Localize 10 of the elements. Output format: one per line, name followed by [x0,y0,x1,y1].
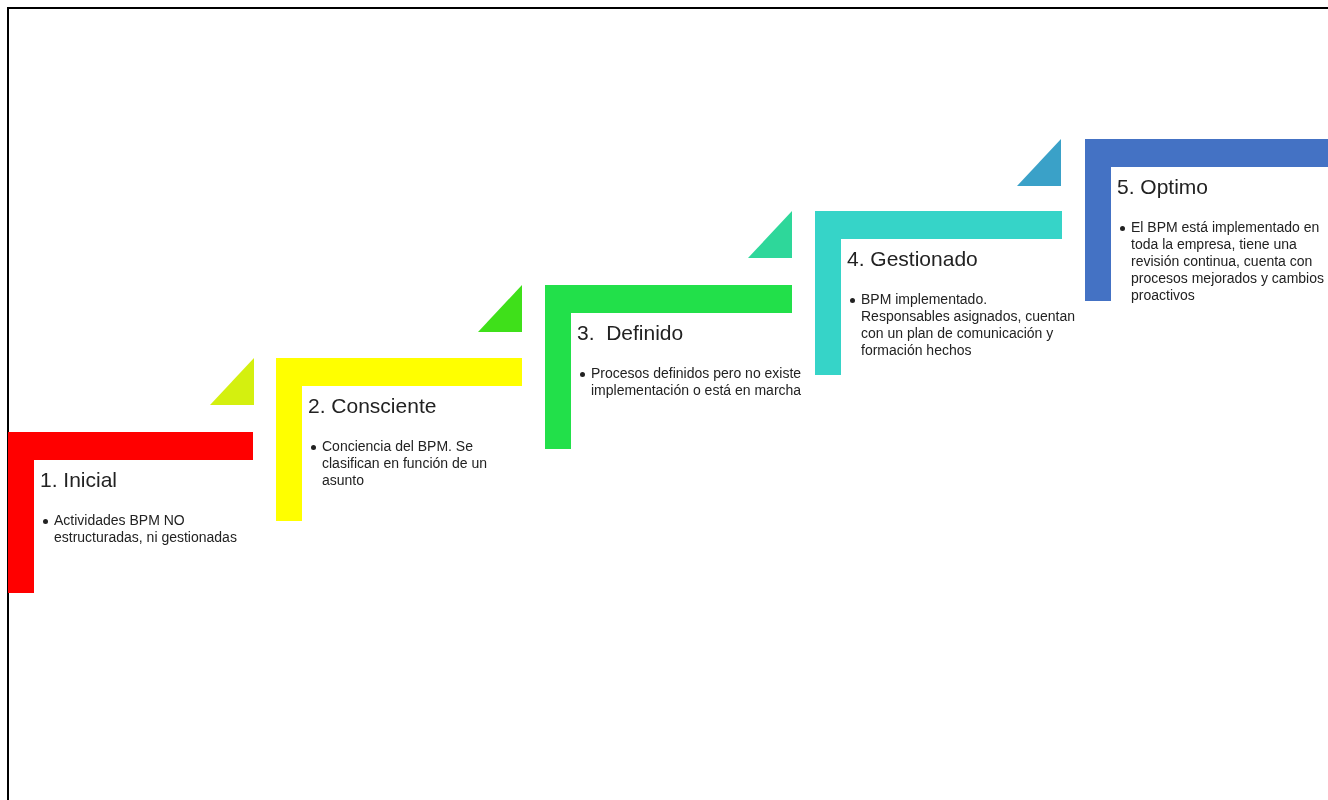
step-heading: 5. Optimo [1117,175,1209,199]
step-heading: 2. Consciente [308,394,437,418]
step-description: Conciencia del BPM. Se clasifican en función de un asunto [322,438,488,490]
step-description: Procesos definidos pero no existe implementación o está en marcha [591,365,803,400]
step-description: Actividades BPM NO estructuradas, ni gestionadas [54,512,238,547]
step-heading: 3. Definido [577,321,684,345]
step-heading: 4. Gestionado [847,247,978,271]
step-description: BPM implementado. Responsables asignados, cuentan con un plan de comunicación y formación hechos [861,291,1076,360]
step-description: El BPM está implementado en toda la empresa, tiene una revisión continua, cuenta con procesos mejorados y cambios proactivos [1131,219,1325,305]
step-heading: 1. Inicial [40,468,118,492]
